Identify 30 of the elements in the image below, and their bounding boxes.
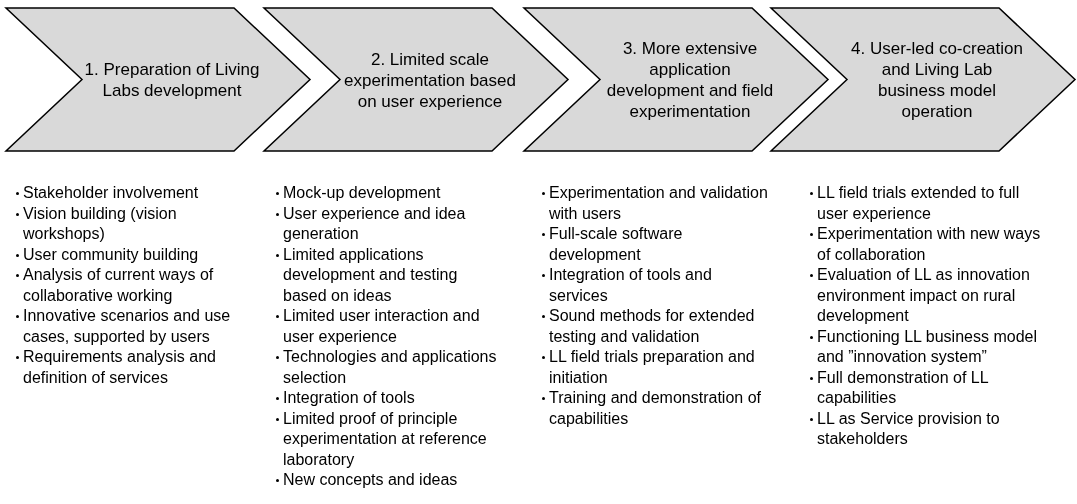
bullet-item: Innovative scenarios and use cases, supported by users xyxy=(16,306,245,347)
stage-title: 2. Limited scale experimentation based on user experience xyxy=(343,48,517,111)
bullet-item: Stakeholder involvement xyxy=(16,183,199,204)
bullet-item: Experimentation with new ways of collaboration xyxy=(810,224,1045,265)
stage-title: 1. Preparation of Living Labs development xyxy=(84,58,260,101)
bullet-item: Functioning LL business model and ”innovation system” xyxy=(810,326,1045,368)
bullet-item: LL field trials extended to full user experience xyxy=(810,183,1045,224)
bullet-item: Full-scale software development xyxy=(542,224,771,265)
bullet-item: Limited applications development and testing based on ideas xyxy=(276,244,505,306)
stage-title: 3. More extensive application development and field experimentation xyxy=(605,37,775,122)
bullet-item: LL as Service provision to stakeholders xyxy=(810,408,1045,450)
bullet-item: Sound methods for extended testing and validation xyxy=(542,306,771,347)
stage-title: 4. User-led co-creation and Living Lab business model operation xyxy=(850,37,1024,122)
bullet-item: Evaluation of LL as innovation environment impact on rural development xyxy=(810,265,1045,327)
bullet-item: User community building xyxy=(16,244,199,265)
bullet-item: New concepts and ideas xyxy=(276,470,458,491)
bullet-item: Limited user interaction and user experience xyxy=(276,306,505,347)
bullet-item: Technologies and applications selection xyxy=(276,347,505,388)
bullet-item: Mock-up development xyxy=(276,183,441,204)
bullet-item: Experimentation and validation with users xyxy=(542,183,771,224)
bullet-item: Full demonstration of LL capabilities xyxy=(810,367,1045,409)
bullet-item: User experience and idea generation xyxy=(276,203,505,245)
bullet-item: Integration of tools xyxy=(276,388,415,409)
bullet-item: Analysis of current ways of collaborative working xyxy=(16,265,245,306)
bullet-item: Requirements analysis and definition of services xyxy=(16,347,245,388)
bullet-item: Training and demonstration of capabilities xyxy=(542,388,771,429)
bullet-item: Limited proof of principle experimentation at reference laboratory xyxy=(276,408,505,470)
bullet-item: LL field trials preparation and initiation xyxy=(542,347,771,388)
bullet-item: Integration of tools and services xyxy=(542,265,771,306)
bullet-item: Vision building (vision workshops) xyxy=(16,203,245,245)
